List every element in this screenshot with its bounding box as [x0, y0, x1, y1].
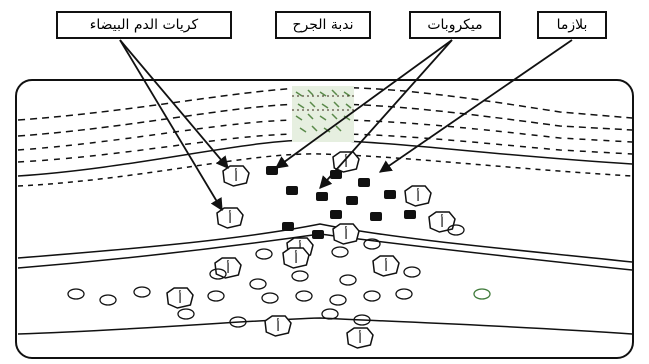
white-blood-cell-symbol: أ [228, 210, 232, 227]
white-blood-cell-symbol: أ [276, 318, 280, 335]
microbe [330, 210, 342, 219]
microbe [346, 196, 358, 205]
microbe [404, 210, 416, 219]
microbe [384, 190, 396, 199]
microbe [312, 230, 324, 239]
white-blood-cell-symbol: أ [234, 168, 238, 185]
microbe [286, 186, 298, 195]
white-blood-cell-symbol: أ [416, 188, 420, 205]
white-blood-cell-symbol: أ [384, 258, 388, 275]
white-blood-cell-symbol: أ [294, 250, 298, 267]
microbe [358, 178, 370, 187]
microbe [370, 212, 382, 221]
white-blood-cell-symbol: أ [226, 260, 230, 277]
microbe [282, 222, 294, 231]
white-blood-cell-symbol: أ [344, 226, 348, 243]
white-blood-cell-symbol: أ [178, 290, 182, 307]
white-blood-cell-symbol: أ [358, 330, 362, 347]
microbe [316, 192, 328, 201]
white-blood-cell-symbol: أ [440, 214, 444, 231]
